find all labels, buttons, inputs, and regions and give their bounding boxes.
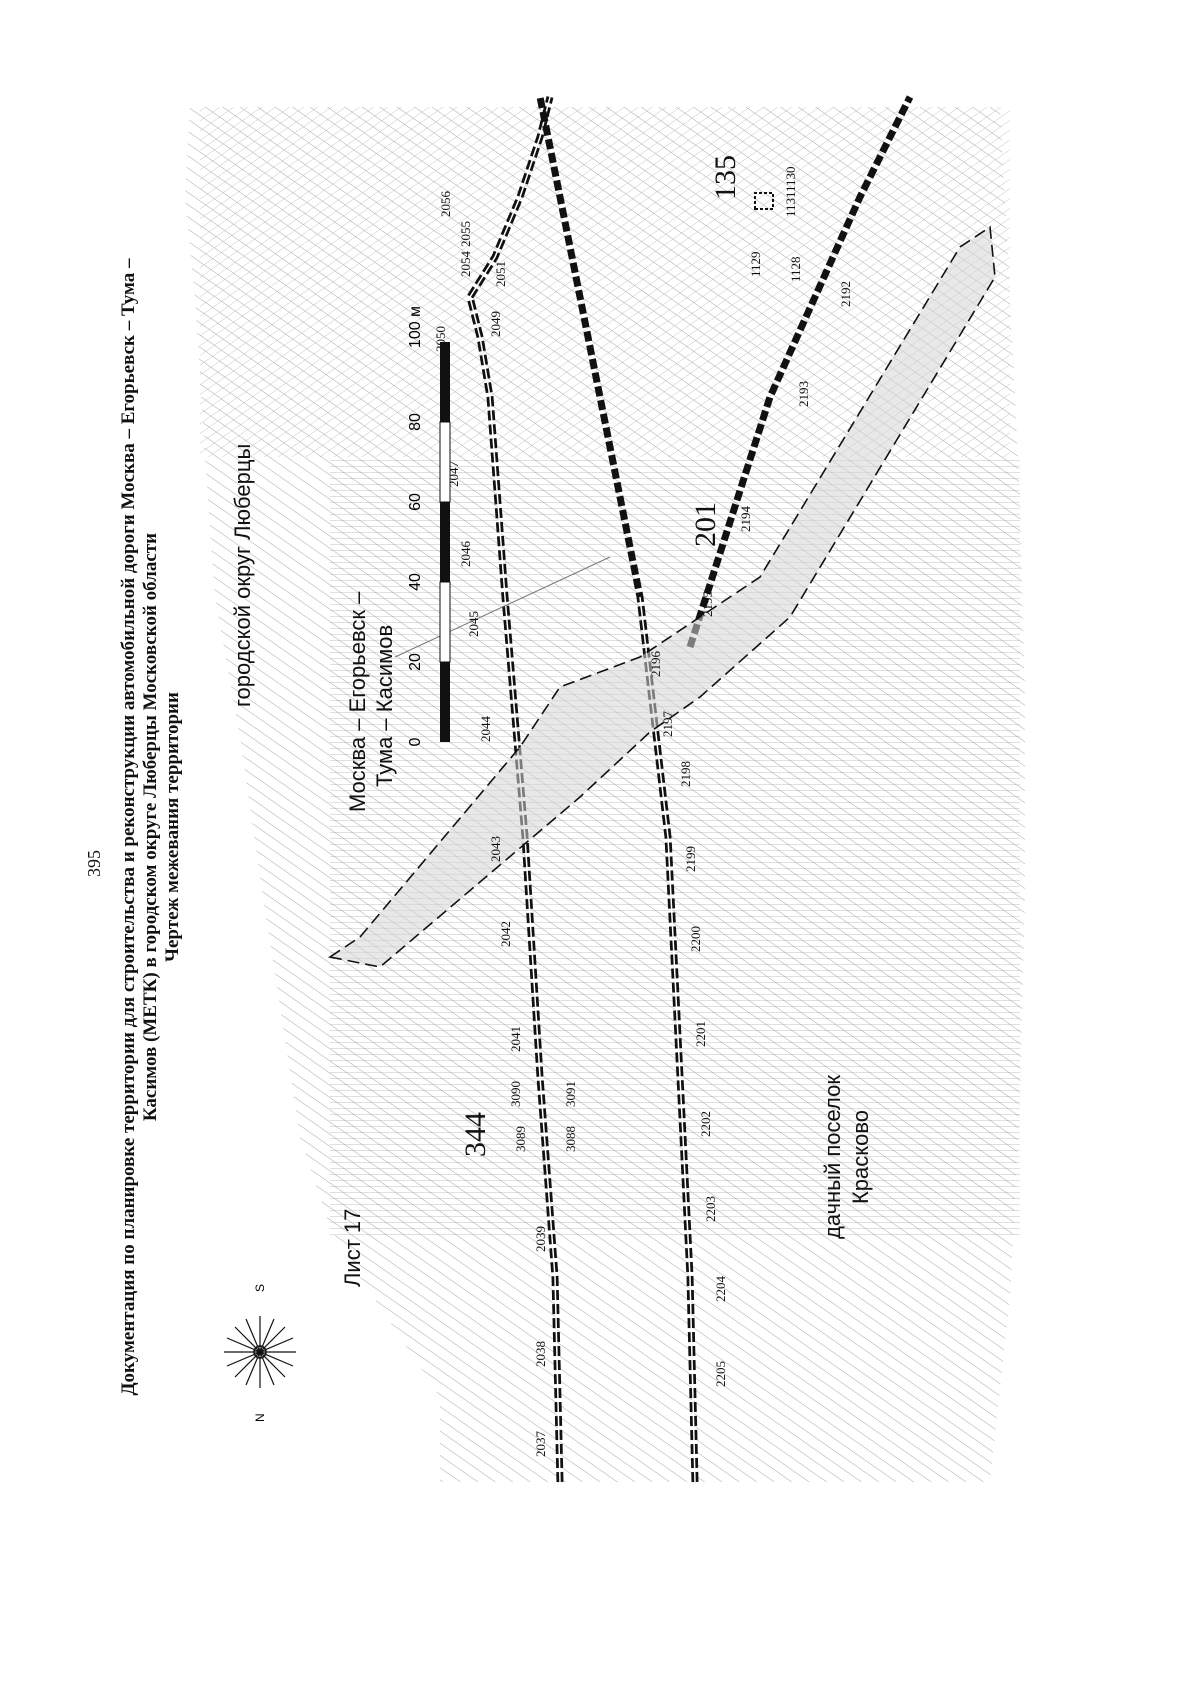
lower-boundary-centerline: [639, 596, 696, 1483]
point-2192: 2192: [838, 281, 853, 307]
point-3091: 3091: [563, 1081, 578, 1107]
scale-tick-40: 40: [407, 573, 424, 591]
point-1130: 1130: [783, 166, 798, 192]
point-2042: 2042: [498, 921, 513, 947]
point-2047: 2047: [446, 461, 461, 488]
scale-tick-100: 100 м: [407, 306, 424, 348]
upper-boundary-centerline: [469, 96, 561, 1483]
point-2201: 2201: [693, 1021, 708, 1047]
parcel-201: 201: [689, 502, 722, 547]
point-2050: 2050: [433, 326, 448, 352]
point-2039: 2039: [533, 1226, 548, 1252]
compass-rose-icon: [224, 1316, 296, 1388]
parcel-135: 135: [709, 155, 742, 200]
scale-bar: [439, 342, 451, 742]
road-label-1: Москва – Егорьевск –: [345, 591, 370, 812]
point-2046: 2046: [458, 541, 473, 568]
point-3089: 3089: [513, 1126, 528, 1152]
point-1131: 1131: [783, 191, 798, 217]
parcel-135-point-labels: 1130 1131 1129 1128: [748, 166, 803, 282]
point-2196: 2196: [648, 651, 663, 678]
point-2037: 2037: [533, 1431, 548, 1458]
vertical-hatch-band: [330, 457, 1020, 1237]
point-1129: 1129: [748, 251, 763, 277]
point-2197: 2197: [660, 711, 675, 738]
point-3088: 3088: [563, 1126, 578, 1152]
point-2194: 2194: [738, 506, 753, 533]
point-2204: 2204: [713, 1276, 728, 1303]
area-label-top: городской округ Люберцы: [230, 443, 255, 707]
compass-north: N: [253, 1413, 267, 1422]
point-2198: 2198: [678, 761, 693, 787]
point-3090: 3090: [508, 1081, 523, 1107]
point-2048: 2048: [438, 381, 453, 407]
point-2054: 2054: [458, 251, 473, 278]
sheet-label: Лист 17: [340, 1208, 365, 1287]
upper-point-labels: 2037 2038 2039 3089 3090 3088 3091 2041 …: [433, 191, 578, 1458]
scale-tick-20: 20: [407, 653, 424, 671]
lower-point-labels: 2205 2204 2203 2202 2201 2200 2199 2198 …: [648, 281, 853, 1387]
road-label-2: Тума – Касимов: [372, 624, 397, 787]
point-2041: 2041: [508, 1026, 523, 1052]
point-2044: 2044: [478, 716, 493, 743]
scale-tick-60: 60: [407, 493, 424, 511]
point-2051: 2051: [493, 261, 508, 287]
scale-ticks: 0 20 40 60 80 100 м: [407, 306, 424, 747]
point-2038: 2038: [533, 1341, 548, 1367]
parcel-344: 344: [459, 1112, 492, 1157]
point-2055: 2055: [458, 221, 473, 247]
road-label-leader: [394, 556, 611, 658]
point-2043: 2043: [488, 836, 503, 862]
road-corridor: [327, 225, 996, 968]
point-2045: 2045: [466, 611, 481, 637]
point-2049: 2049: [488, 311, 503, 337]
point-2056: 2056: [438, 191, 453, 218]
scale-tick-0: 0: [407, 737, 424, 746]
area-label-bottom-2: Красково: [848, 1109, 873, 1205]
compass-south: S: [253, 1284, 267, 1292]
point-2200: 2200: [688, 926, 703, 952]
point-2205: 2205: [713, 1361, 728, 1387]
parcel-135-boundary: [754, 192, 774, 210]
area-label-bottom-1: дачный поселок: [820, 1075, 845, 1240]
point-2202: 2202: [698, 1111, 713, 1137]
point-2199: 2199: [683, 846, 698, 872]
point-2203: 2203: [703, 1196, 718, 1222]
diagonal-hatch-band: [200, 107, 1010, 457]
point-2193: 2193: [796, 381, 811, 407]
scale-tick-80: 80: [407, 413, 424, 431]
point-2195: 2195: [700, 591, 715, 617]
point-1128: 1128: [788, 256, 803, 282]
lower-boundary-line-east: [686, 95, 914, 649]
